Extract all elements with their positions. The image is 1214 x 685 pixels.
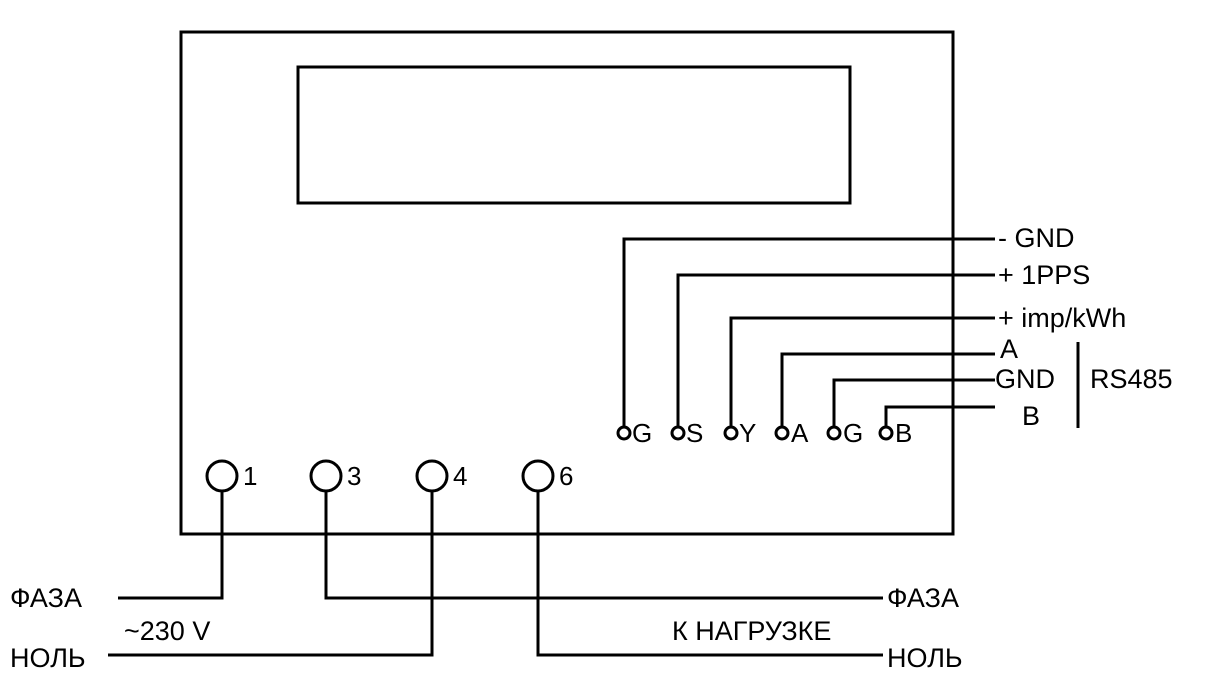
wire-load-neutral <box>536 491 883 657</box>
terminal-3-label: 3 <box>347 461 361 491</box>
rs485-label: RS485 <box>1090 364 1173 394</box>
signal-terminal-b <box>878 425 894 441</box>
signal-terminal-y-label: Y <box>739 418 756 448</box>
signal-terminal-a <box>774 425 790 441</box>
load-neutral-label: НОЛЬ <box>887 643 963 673</box>
terminal-6-label: 6 <box>559 461 573 491</box>
wire-gnd <box>622 237 995 427</box>
wire-supply-phase <box>118 491 224 600</box>
signal-gnd-label: - GND <box>998 223 1075 253</box>
signal-terminal-g1 <box>616 425 632 441</box>
signal-1pps-label: + 1PPS <box>998 260 1090 290</box>
signal-imp-label: + imp/kWh <box>998 303 1126 333</box>
terminal-3-circle <box>309 459 343 493</box>
supply-neutral-label: НОЛЬ <box>10 643 86 673</box>
wire-rs485-b <box>884 405 995 427</box>
terminal-6-circle <box>521 459 555 493</box>
supply-phase-label: ФАЗА <box>10 583 82 613</box>
signal-terminal-g2-label: G <box>843 418 863 448</box>
signal-terminal-s-label: S <box>686 418 703 448</box>
signal-rs-gnd-label: GND <box>995 364 1055 394</box>
meter-display <box>296 65 852 205</box>
signal-terminal-b-label: B <box>895 418 912 448</box>
wire-imp <box>729 316 995 427</box>
wire-rs485-gnd <box>832 378 995 427</box>
signal-terminal-a-label: A <box>791 418 809 448</box>
signal-b-label: B <box>1022 401 1040 431</box>
signal-terminal-y <box>723 425 739 441</box>
supply-voltage-label: ~230 V <box>124 616 210 646</box>
wire-supply-neutral <box>108 491 434 657</box>
signal-a-label: A <box>1000 334 1018 364</box>
wire-1pps <box>676 273 995 427</box>
terminal-4-label: 4 <box>453 461 467 491</box>
terminal-1-label: 1 <box>243 461 257 491</box>
wire-rs485-a <box>780 352 995 427</box>
signal-terminal-s <box>670 425 686 441</box>
load-phase-label: ФАЗА <box>887 583 959 613</box>
wire-load-phase <box>324 491 883 600</box>
load-title-label: К НАГРУЗКЕ <box>672 616 831 646</box>
signal-terminal-g2 <box>826 425 842 441</box>
terminal-1-circle <box>205 459 239 493</box>
terminal-4-circle <box>415 459 449 493</box>
meter-body <box>179 30 955 536</box>
signal-terminal-g1-label: G <box>632 418 652 448</box>
